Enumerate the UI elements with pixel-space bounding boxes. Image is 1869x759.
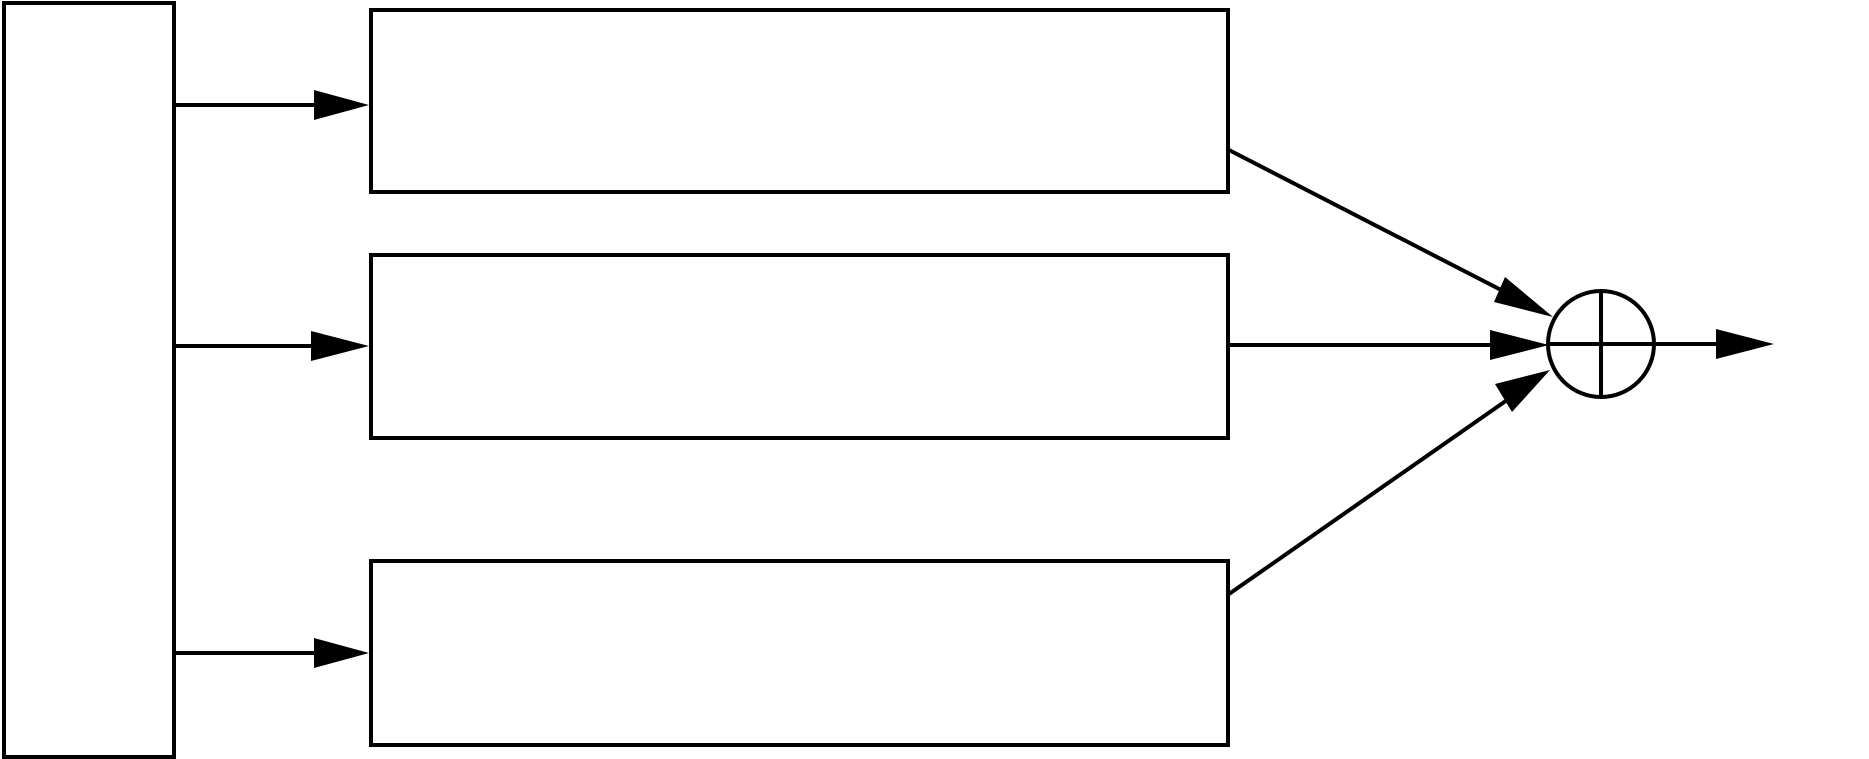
arrowhead-input-to-branch-2 (311, 331, 369, 361)
arrowhead-branch-2-to-sum (1490, 330, 1549, 360)
branch-block-3 (369, 559, 1230, 747)
branch-block-1 (369, 8, 1230, 194)
input-block (2, 1, 176, 759)
edge-branch-3-to-sum (1227, 396, 1512, 596)
arrowhead-branch-1-to-sum (1494, 277, 1553, 317)
arrowhead-output (1716, 329, 1774, 359)
arrowhead-branch-3-to-sum (1495, 370, 1550, 412)
branch-block-2 (369, 253, 1230, 440)
edge-branch-1-to-sum (1228, 148, 1506, 294)
arrowhead-input-to-branch-3 (314, 638, 369, 668)
arrowhead-input-to-branch-1 (314, 90, 369, 120)
